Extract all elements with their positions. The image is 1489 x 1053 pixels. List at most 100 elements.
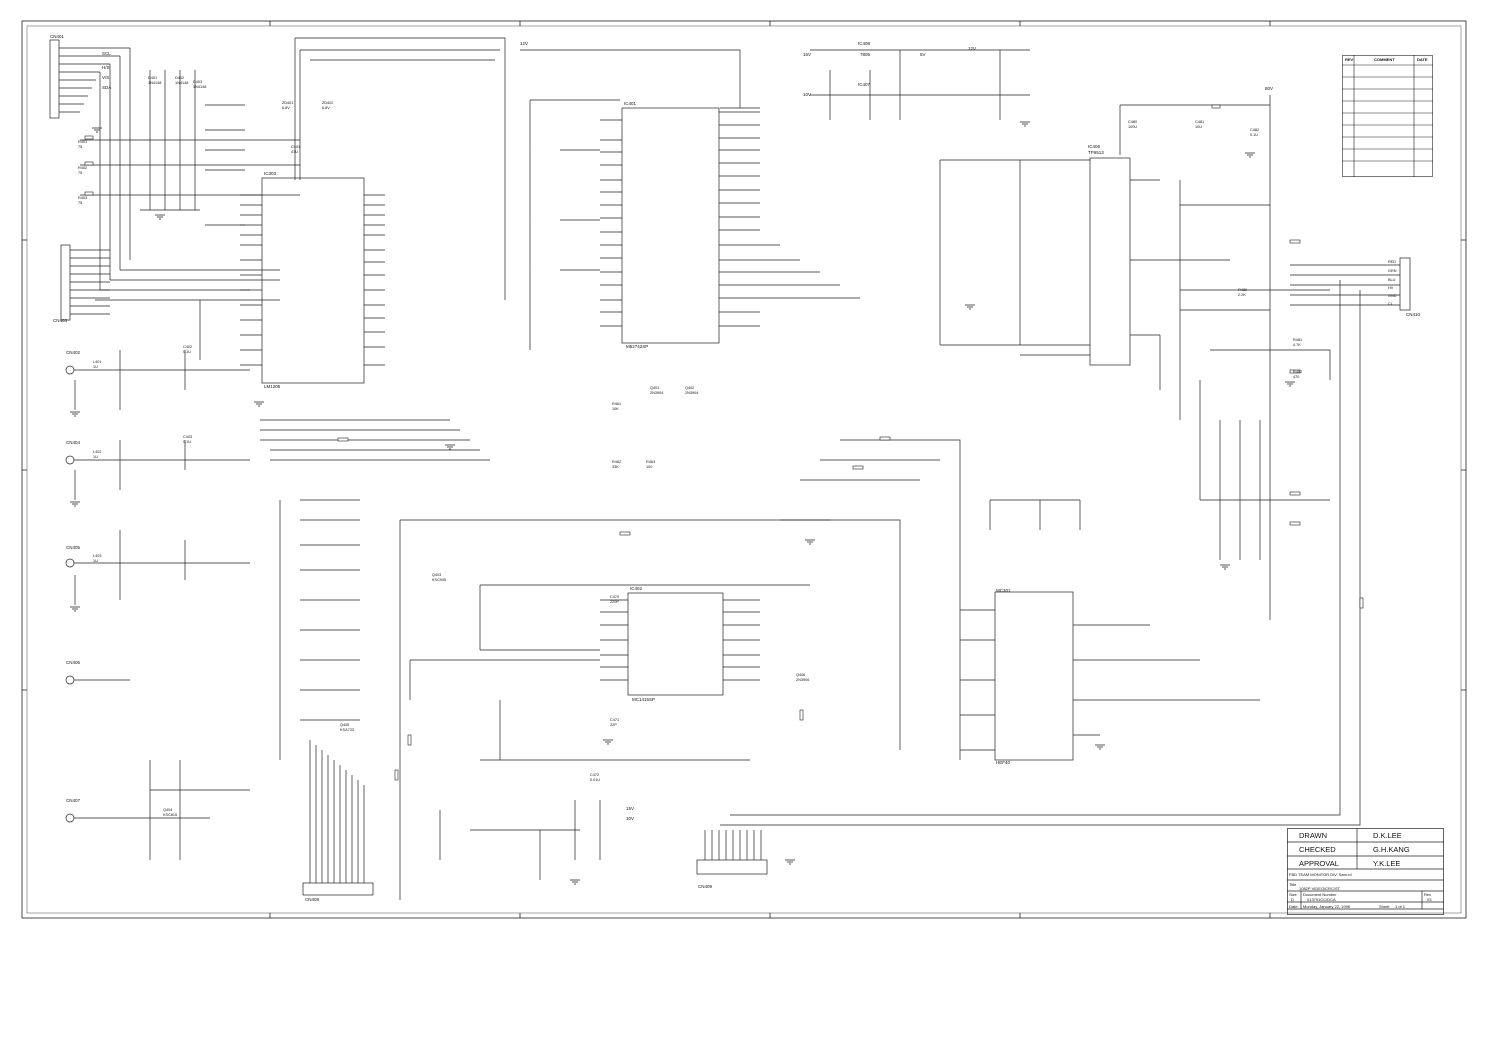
ic401-ref: IC401 — [624, 101, 637, 106]
comp-q401-val: 2N3904 — [650, 391, 664, 395]
title-row-approval: APPROVAL Y.K.LEE — [1287, 857, 1444, 870]
comp-zd401-val: 6.8V — [282, 106, 290, 110]
revision-table-grid — [1342, 55, 1433, 177]
rev-header-date: DATE — [1417, 57, 1428, 62]
cn401-ref: CN401 — [50, 34, 65, 39]
cn403-ref: CN403 — [53, 318, 68, 323]
net-sda: SDA — [102, 85, 112, 90]
comp-c402-ref: C402 — [183, 345, 193, 349]
title-block-grid — [1287, 828, 1444, 915]
comp-c472-val: 0.01U — [590, 778, 601, 782]
comp-l402-ref: L402 — [93, 450, 102, 454]
cn410-pin-grn: GRN — [1388, 269, 1397, 273]
ic408-ref: IC408 — [858, 41, 871, 46]
rev-header-rev: REV — [1345, 57, 1354, 62]
comp-q402-val: 2N3904 — [685, 391, 699, 395]
approval-label: APPROVAL — [1299, 859, 1339, 868]
comp-d403-val: 1N4148 — [193, 85, 207, 89]
comp-q402-ref: Q402 — [685, 386, 695, 390]
comp-c480-ref: C480 — [1128, 120, 1138, 124]
sheet-value: 1 of 1 — [1395, 904, 1406, 909]
checked-value: G.H.KANG — [1373, 845, 1410, 854]
approval-value: Y.K.LEE — [1373, 859, 1401, 868]
cn405-ref: CN405 — [66, 545, 81, 550]
cn406-ref: CN406 — [66, 660, 81, 665]
comp-r403-ref: R403 — [78, 196, 88, 200]
net-5v: 5V — [920, 52, 926, 57]
comp-c401-val: 47U — [291, 150, 298, 154]
comp-r463-ref: R463 — [646, 460, 656, 464]
date-value: Monday, January 22, 1996 — [1303, 904, 1351, 909]
ic406-ref: IC406 — [1088, 144, 1101, 149]
comp-c403-ref: C403 — [183, 435, 193, 439]
drawn-value: D.K.LEE — [1373, 831, 1402, 840]
net-12v-right: 12V — [968, 46, 977, 51]
comp-q401-ref: Q401 — [650, 386, 660, 390]
net-16v: 16V — [803, 52, 812, 57]
cn410-pin-gnd: GND — [1388, 294, 1397, 298]
cn410-pin-blu: BLU — [1388, 278, 1396, 282]
comp-r482-val: 470 — [1293, 375, 1300, 379]
resistor-symbols — [84, 104, 1364, 781]
title-value: 1082P VIDEO/CRC/ST — [1299, 886, 1341, 891]
wiring — [49, 37, 1411, 900]
cn410-pin-red: RED — [1388, 260, 1397, 264]
comp-q404-ref: Q404 — [163, 808, 173, 812]
net-scl: SCL — [102, 51, 111, 56]
ic401-part: M52742SP — [626, 344, 649, 349]
comp-c482-ref: C482 — [1250, 128, 1260, 132]
comp-r402-val: 75 — [78, 171, 83, 175]
comp-d403-ref: D403 — [193, 80, 203, 84]
comp-q403-val: KSC945 — [432, 578, 447, 582]
comp-r401-val: 75 — [78, 145, 83, 149]
mc301-part: HEF40 — [996, 760, 1011, 765]
title-row-drawn: DRAWN D.K.LEE — [1287, 829, 1444, 842]
rev-value: 03 — [1427, 897, 1432, 902]
ic402-ref: IC402 — [630, 586, 643, 591]
comp-zd402-ref: ZD402 — [322, 101, 334, 105]
cn410-pin-hv: HV — [1388, 286, 1394, 290]
comp-r461-val: 10K — [612, 407, 619, 411]
comp-c403-val: 0.1U — [183, 440, 192, 444]
cn409-ref: CN409 — [698, 884, 713, 889]
comp-d401-ref: D401 — [148, 76, 158, 80]
comp-r462-ref: R462 — [612, 460, 622, 464]
cn410-ref: CN410 — [1406, 312, 1421, 317]
comp-l402-val: 1U — [93, 455, 98, 459]
comp-c471-ref: C471 — [610, 718, 620, 722]
date-label: Date: — [1289, 904, 1299, 909]
comp-c402-val: 0.1U — [183, 350, 192, 354]
comp-c482-val: 0.1U — [1250, 133, 1259, 137]
comp-d401-val: 1N4148 — [148, 81, 162, 85]
net-hs: H/S — [102, 65, 110, 70]
comp-r402-ref: R402 — [78, 166, 88, 170]
cn404-ref: CN404 — [66, 440, 81, 445]
title-row-checked: CHECKED G.H.KANG — [1287, 843, 1444, 856]
mc301-ref: MC301 — [996, 588, 1011, 593]
drawn-label: DRAWN — [1299, 831, 1328, 840]
revision-table: REV COMMENT DATE — [1342, 55, 1433, 177]
comp-r480-ref: R480 — [1238, 288, 1248, 292]
net-10v: 10V — [803, 92, 812, 97]
rev-header-comment: COMMENT — [1374, 57, 1395, 62]
comp-q405-ref: Q405 — [340, 723, 350, 727]
size-value: D — [1291, 897, 1294, 902]
comp-r481-val: 4.7K — [1293, 343, 1301, 347]
inner-border — [26, 25, 1462, 914]
comp-c472-ref: C472 — [590, 773, 600, 777]
company-name: FBD TEAM MONITOR DIV. Sam.rd — [1289, 872, 1352, 877]
comp-r480-val: 2.2K — [1238, 293, 1246, 297]
comp-c481-val: 10U — [1195, 125, 1202, 129]
comp-q406-ref: Q406 — [796, 673, 806, 677]
comp-r403-val: 75 — [78, 201, 83, 205]
net-80v: 80V — [1265, 86, 1274, 91]
rev-label: Rev — [1424, 892, 1432, 897]
comp-c481-ref: C481 — [1195, 120, 1205, 124]
comp-r462-val: 33K — [612, 465, 619, 469]
net-vs: V/S — [102, 75, 110, 80]
comp-d402-ref: D402 — [175, 76, 185, 80]
ic406-part: TP6513 — [1088, 150, 1104, 155]
cn410-pin-cl: CL — [1388, 302, 1393, 306]
comp-c480-val: 100U — [1128, 125, 1138, 129]
